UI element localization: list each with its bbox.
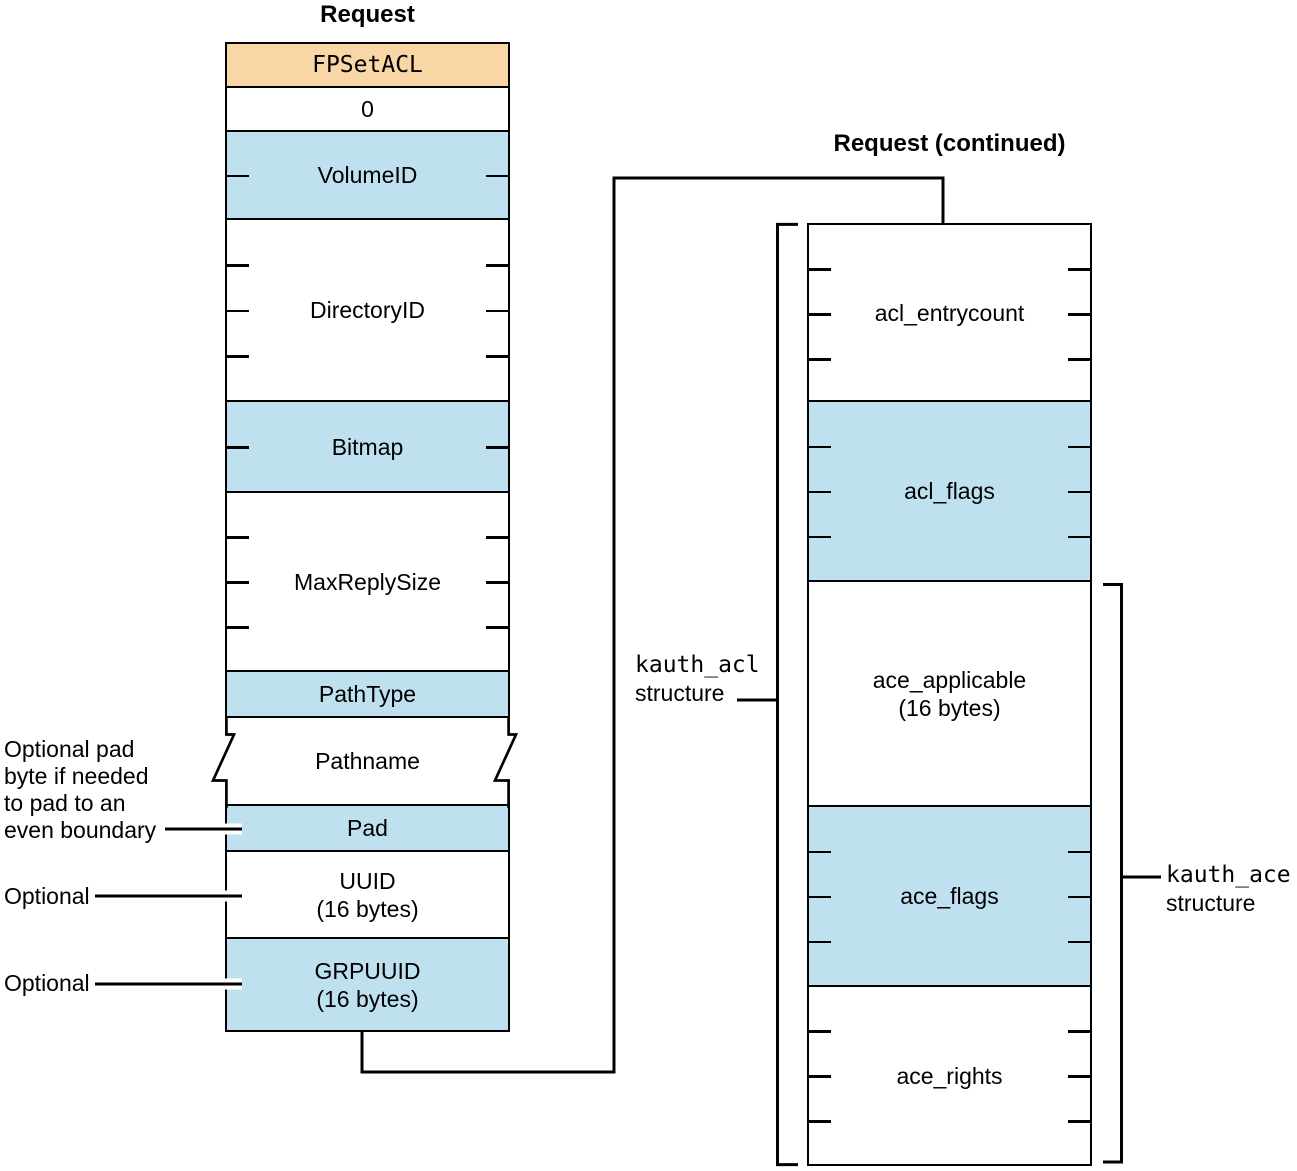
request-title: Request xyxy=(320,1,415,28)
byte-boundary-tick xyxy=(227,446,249,449)
request-continued-title: Request (continued) xyxy=(833,130,1066,157)
byte-boundary-tick xyxy=(486,355,508,358)
pad-note-line: Optional pad xyxy=(4,736,135,762)
field-acl-flags: acl_flags xyxy=(807,402,1092,582)
field-label-ace-flags: ace_flags xyxy=(900,883,999,909)
field-ace-applicable: ace_applicable(16 bytes) xyxy=(807,582,1092,807)
byte-boundary-tick xyxy=(227,581,249,584)
byte-boundary-tick xyxy=(486,625,508,629)
byte-boundary-tick xyxy=(809,1030,831,1034)
byte-boundary-tick xyxy=(486,536,508,540)
kauth-ace-structure-label: kauth_ace structure xyxy=(1166,861,1291,917)
byte-boundary-tick xyxy=(486,446,508,449)
kauth-ace-code: kauth_ace xyxy=(1166,862,1291,888)
byte-boundary-tick xyxy=(809,535,831,539)
byte-boundary-tick xyxy=(486,174,508,178)
field-label-bitmap: Bitmap xyxy=(331,433,404,460)
byte-boundary-tick xyxy=(809,357,831,361)
field-label-acl-entrycount: acl_entrycount xyxy=(874,299,1025,326)
field-bitmap: Bitmap xyxy=(225,402,510,493)
field-label-pathname: Pathname xyxy=(315,748,420,774)
byte-boundary-tick xyxy=(227,625,249,629)
byte-boundary-tick xyxy=(227,309,249,313)
pad-note-line: byte if needed xyxy=(4,763,149,789)
byte-boundary-tick xyxy=(1068,535,1090,539)
byte-boundary-tick xyxy=(1068,445,1090,449)
byte-boundary-tick xyxy=(809,940,831,944)
field-fpsetacl: FPSetACL xyxy=(225,42,510,88)
byte-boundary-tick xyxy=(1068,850,1090,854)
byte-boundary-tick xyxy=(1068,1119,1090,1123)
grpuuid-optional-note: Optional xyxy=(4,970,90,996)
byte-boundary-tick xyxy=(1068,268,1090,272)
byte-boundary-tick xyxy=(1068,1030,1090,1034)
byte-boundary-tick xyxy=(809,850,831,854)
field-directoryid: DirectoryID xyxy=(225,220,510,402)
byte-boundary-tick xyxy=(1068,313,1090,316)
byte-boundary-tick xyxy=(486,264,508,267)
byte-boundary-tick xyxy=(809,1119,831,1123)
byte-boundary-tick xyxy=(809,490,831,494)
field-label-uuid: UUID(16 bytes) xyxy=(316,867,419,922)
byte-boundary-tick xyxy=(809,1075,831,1078)
pad-note-line: even boundary xyxy=(4,817,157,843)
byte-boundary-tick xyxy=(227,536,249,540)
byte-boundary-tick xyxy=(809,445,831,449)
field-ace-rights: ace_rights xyxy=(807,987,1092,1166)
kauth-acl-bracket xyxy=(776,222,798,1167)
field-acl-entrycount: acl_entrycount xyxy=(807,223,1092,402)
byte-boundary-tick xyxy=(1068,490,1090,494)
field-pathtype: PathType xyxy=(225,672,510,718)
byte-boundary-tick xyxy=(227,264,249,267)
field-grpuuid: GRPUUID(16 bytes) xyxy=(225,939,510,1032)
byte-boundary-tick xyxy=(809,313,831,316)
field-pad: Pad xyxy=(225,806,510,852)
field-0: 0 xyxy=(225,88,510,132)
field-label-0: 0 xyxy=(361,96,374,122)
byte-boundary-tick xyxy=(1068,357,1090,361)
field-label-pathtype: PathType xyxy=(318,681,417,707)
field-label-ace-rights: ace_rights xyxy=(896,1062,1003,1089)
field-uuid: UUID(16 bytes) xyxy=(225,852,510,939)
field-label-grpuuid: GRPUUID(16 bytes) xyxy=(314,957,421,1012)
byte-boundary-tick xyxy=(486,581,508,584)
byte-boundary-tick xyxy=(227,355,249,358)
kauth-acl-word: structure xyxy=(635,680,725,706)
field-label-ace-applicable: ace_applicable(16 bytes) xyxy=(872,666,1027,721)
pad-byte-note: Optional pad byte if needed to pad to an… xyxy=(4,736,156,844)
byte-boundary-tick xyxy=(809,895,831,899)
field-ace-flags: ace_flags xyxy=(807,807,1092,987)
byte-boundary-tick xyxy=(1068,940,1090,944)
kauth-acl-code: kauth_acl xyxy=(635,652,760,678)
field-label-directoryid: DirectoryID xyxy=(309,297,425,323)
byte-boundary-tick xyxy=(1068,1075,1090,1078)
field-label-maxreplysize: MaxReplySize xyxy=(294,568,441,595)
uuid-optional-note: Optional xyxy=(4,883,90,909)
field-label-volumeid: VolumeID xyxy=(317,162,418,188)
kauth-acl-structure-label: kauth_acl structure xyxy=(635,651,760,707)
field-maxreplysize: MaxReplySize xyxy=(225,493,510,672)
byte-boundary-tick xyxy=(227,174,249,178)
field-label-pad: Pad xyxy=(347,815,388,841)
field-pathname: Pathname xyxy=(225,718,510,806)
byte-boundary-tick xyxy=(809,268,831,272)
byte-boundary-tick xyxy=(486,309,508,313)
field-label-acl-flags: acl_flags xyxy=(904,478,995,504)
byte-boundary-tick xyxy=(1068,895,1090,899)
field-volumeid: VolumeID xyxy=(225,132,510,220)
kauth-ace-bracket xyxy=(1103,583,1123,1164)
kauth-ace-word: structure xyxy=(1166,890,1256,916)
field-label-fpsetacl: FPSetACL xyxy=(312,52,423,78)
pad-note-line: to pad to an xyxy=(4,790,126,816)
